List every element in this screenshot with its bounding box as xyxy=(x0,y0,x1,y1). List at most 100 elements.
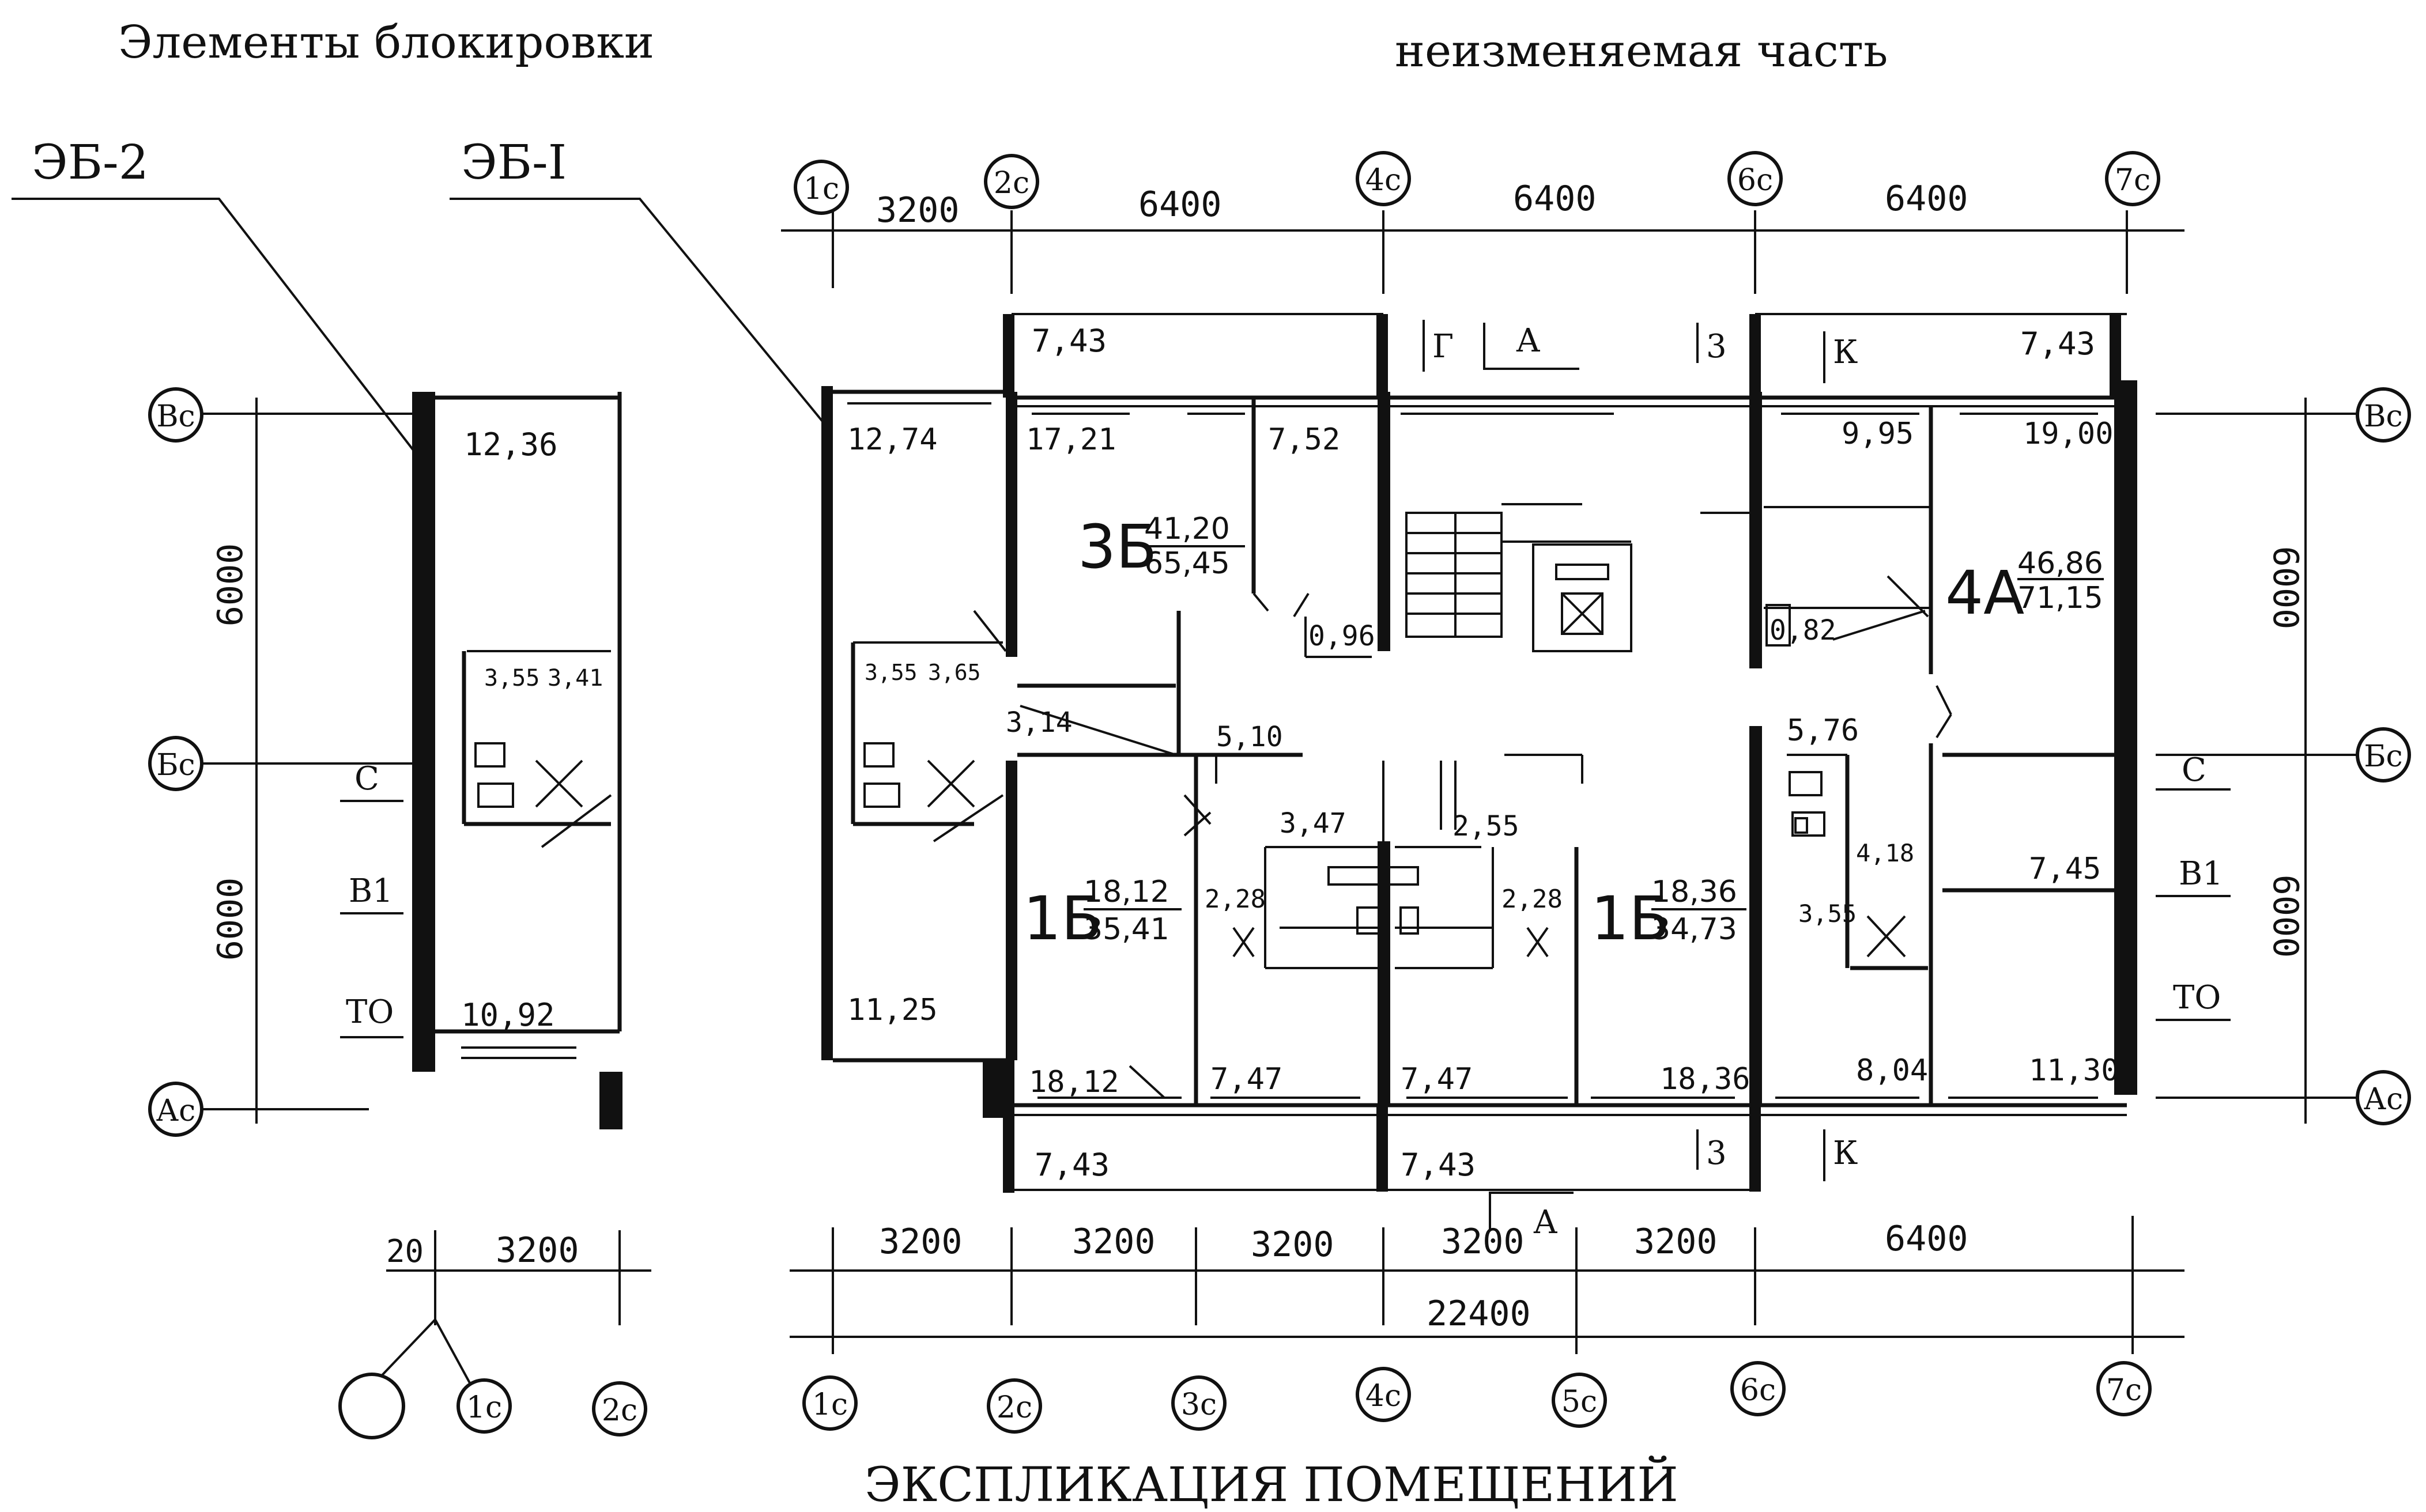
svg-text:А: А xyxy=(1516,322,1540,360)
axis-bubble-right-as: Ас xyxy=(2356,1070,2411,1125)
apartment-living-area: 41,20 xyxy=(1144,512,1230,546)
apartment-1b-right: 1Б 18,36 34,73 xyxy=(1591,875,1746,954)
area-9-95: 9,95 xyxy=(1842,417,1914,451)
area-18-36: 18,36 xyxy=(1660,1062,1750,1097)
section-mark-3-bottom: 3 xyxy=(1696,1129,1727,1172)
axis-bubble-bottom-7c: 7c xyxy=(2096,1361,2152,1416)
leader-eb1 xyxy=(450,198,825,425)
section-mark-right-c: С xyxy=(2156,751,2231,791)
eb2-dim-1: 20 xyxy=(386,1233,424,1269)
area-eb1-k1: 3,55 xyxy=(865,660,918,685)
apartment-code: 3Б xyxy=(1078,512,1157,582)
area-7-47-right: 7,47 xyxy=(1401,1062,1473,1097)
eb2-dimension-line xyxy=(373,1230,651,1384)
svg-text:1c: 1c xyxy=(803,172,839,206)
main-plan-walls xyxy=(821,313,2137,1193)
area-eb2-top: 12,36 xyxy=(464,426,558,463)
axis-bubble-left-as: Ас xyxy=(148,1082,203,1137)
bottom-dim-2: 3200 xyxy=(1072,1222,1156,1262)
heading-unchangeable-part: неизменяемая часть xyxy=(1395,25,1888,77)
section-mark-3-top: 3 xyxy=(1696,323,1727,365)
area-0-96: 0,96 xyxy=(1308,620,1375,652)
area-2-28-right: 2,28 xyxy=(1501,884,1563,914)
eb2-dim-2: 3200 xyxy=(496,1230,579,1271)
area-7-47-left: 7,47 xyxy=(1210,1062,1282,1097)
apartment-3b: 3Б 41,20 65,45 xyxy=(1078,512,1245,582)
apartment-code: 4А xyxy=(1945,558,2024,628)
area-8-04: 8,04 xyxy=(1856,1053,1928,1088)
svg-text:Бс: Бс xyxy=(156,748,195,783)
area-19-00: 19,00 xyxy=(2023,417,2114,451)
svg-text:С: С xyxy=(2182,751,2206,789)
heading-explication: ЭКСПЛИКАЦИЯ ПОМЕЩЕНИЙ xyxy=(865,1456,1678,1512)
svg-text:2c: 2c xyxy=(994,166,1029,201)
bottom-dim-1: 3200 xyxy=(879,1222,963,1262)
area-5-10: 5,10 xyxy=(1216,721,1283,753)
svg-text:3: 3 xyxy=(1706,1135,1727,1172)
area-loggia-top-right: 7,43 xyxy=(2020,326,2095,362)
axis-bubble-bottom-3c: 3c xyxy=(1171,1375,1227,1431)
block-label-eb1: ЭБ-I xyxy=(461,135,567,190)
bottom-dim-4: 3200 xyxy=(1441,1222,1525,1262)
apartment-living-area: 18,36 xyxy=(1651,875,1737,909)
svg-text:5c: 5c xyxy=(1561,1385,1597,1419)
area-2-28-left: 2,28 xyxy=(1205,884,1266,914)
area-loggia-bottom-center: 7,43 xyxy=(1401,1147,1476,1183)
axis-bubble-left-bs: Бс xyxy=(148,736,203,791)
svg-text:В1: В1 xyxy=(2179,855,2223,893)
area-loggia-top-left: 7,43 xyxy=(1032,323,1107,359)
top-dim-2: 6400 xyxy=(1138,184,1222,225)
bottom-dim-5: 3200 xyxy=(1634,1222,1718,1262)
area-17-21: 17,21 xyxy=(1026,422,1116,457)
apartment-4a: 4А 46,86 71,15 xyxy=(1945,546,2104,628)
section-mark-k-top: К xyxy=(1823,331,1858,383)
area-eb2-bottom: 10,92 xyxy=(461,997,555,1033)
right-dim-1: 6000 xyxy=(2265,546,2306,630)
axis-bubble-right-bs: Бс xyxy=(2356,727,2411,783)
apartment-living-area: 46,86 xyxy=(2017,546,2103,581)
area-0-82: 0,82 xyxy=(1769,614,1836,647)
section-mark-a-bottom: А xyxy=(1489,1192,1574,1241)
svg-text:7c: 7c xyxy=(2115,163,2150,198)
eb2-block xyxy=(412,392,622,1129)
svg-text:6c: 6c xyxy=(1740,1373,1776,1408)
leader-eb2 xyxy=(12,198,416,453)
svg-text:Ас: Ас xyxy=(156,1094,196,1128)
svg-text:ТО: ТО xyxy=(2173,979,2221,1016)
top-dimension-line xyxy=(781,210,2184,294)
axis-bubble-bottom-1c: 1c xyxy=(802,1375,858,1431)
apartment-code: 1Б xyxy=(1591,883,1670,954)
axis-bubble-left-vs: Вс xyxy=(148,387,203,443)
axis-bubble-bottom-6c: 6c xyxy=(1730,1361,1786,1416)
section-mark-a-top: А xyxy=(1483,322,1579,370)
area-3-55: 3,55 xyxy=(1798,899,1857,928)
svg-text:7c: 7c xyxy=(2106,1373,2142,1408)
axis-bubble-bottom-5c: 5c xyxy=(1552,1373,1607,1428)
block-label-eb2: ЭБ-2 xyxy=(32,135,149,190)
axis-bubble-top-6c: 6c xyxy=(1727,151,1783,206)
svg-text:3: 3 xyxy=(1706,328,1727,365)
left-dimension-line xyxy=(190,398,427,1124)
svg-text:4c: 4c xyxy=(1365,1379,1401,1413)
area-eb1-top: 12,74 xyxy=(847,422,938,457)
left-dim-2: 6000 xyxy=(210,878,251,961)
axis-bubble-bottom-2c: 2c xyxy=(987,1378,1042,1434)
bottom-dimension-lines xyxy=(790,1216,2184,1354)
top-dim-1: 3200 xyxy=(876,190,960,230)
left-dim-1: 6000 xyxy=(210,543,251,627)
axis-bubble-bottom-4c: 4c xyxy=(1356,1367,1411,1422)
axis-bubble-eb2-1c: 1c xyxy=(456,1378,512,1434)
svg-text:3c: 3c xyxy=(1181,1388,1217,1422)
svg-text:4c: 4c xyxy=(1365,163,1401,198)
axis-bubble-right-vs: Вс xyxy=(2356,387,2411,443)
apartment-total-area: 65,45 xyxy=(1144,546,1230,581)
svg-text:К: К xyxy=(1833,1135,1858,1172)
svg-text:1c: 1c xyxy=(812,1388,848,1422)
area-5-76: 5,76 xyxy=(1787,713,1859,748)
area-loggia-bottom-left: 7,43 xyxy=(1035,1147,1110,1183)
area-eb1-bottom: 11,25 xyxy=(847,993,938,1027)
area-3-47: 3,47 xyxy=(1280,807,1346,840)
area-2-55: 2,55 xyxy=(1452,810,1519,842)
axis-bubble-top-1c: 1c xyxy=(794,160,849,215)
